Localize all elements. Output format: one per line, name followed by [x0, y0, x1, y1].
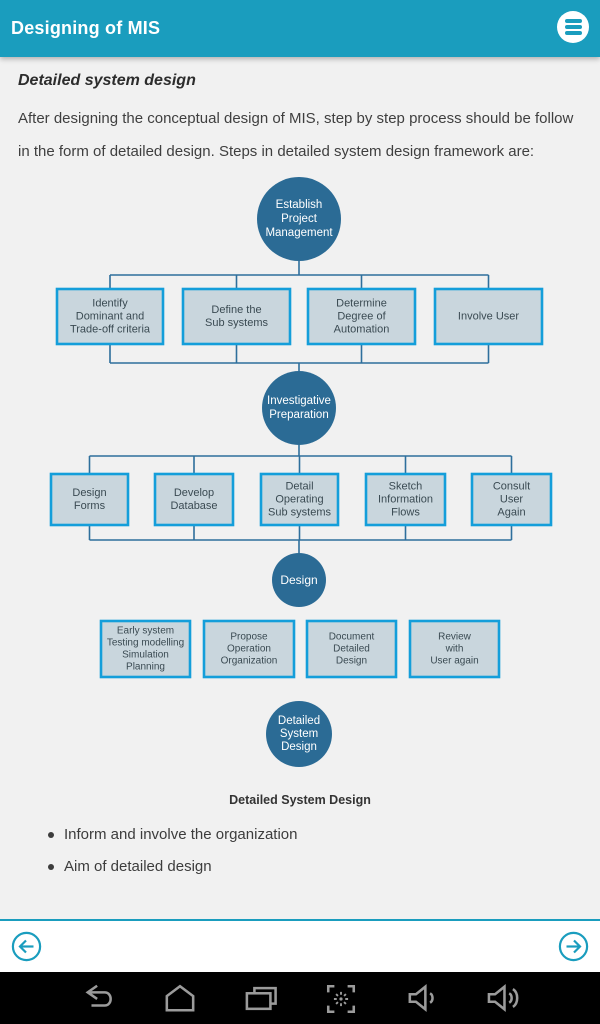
- diagram-box-design-forms: [49, 472, 130, 527]
- back-icon: [85, 984, 112, 1007]
- screenshot-icon: [326, 984, 355, 1014]
- home-icon: [165, 984, 195, 1012]
- diagram-box-early-system-testing-modelling-simulation-planning: [99, 619, 192, 679]
- diagram-box-identify-dominant-and-trade-off-criteria: [55, 287, 165, 346]
- recents-button[interactable]: [238, 980, 281, 1016]
- diagram-box-consult-user-again: [470, 472, 553, 527]
- diagram-circle-establish-project-management: [257, 177, 341, 261]
- volume-down-icon: [408, 984, 434, 1012]
- list-item-text: Aim of detailed design: [64, 858, 212, 875]
- diagram-box-determine-degree-of-automation: [306, 287, 417, 346]
- diagram-circle-design: [272, 553, 326, 607]
- arrow-left-circle-icon: [11, 931, 42, 962]
- diagram-circle-investigative-preparation: [262, 371, 336, 445]
- bullet-list: Inform and involve the organization Aim …: [47, 819, 600, 883]
- diagram-box-detail-operating-sub-systems: [259, 472, 340, 527]
- intro-paragraph: After designing the conceptual design of…: [18, 110, 574, 160]
- recents-icon: [245, 986, 277, 1011]
- home-button[interactable]: [157, 980, 200, 1016]
- diagram-box-define-the-sub-systems: [181, 287, 292, 346]
- app-header: Designing of MIS: [0, 0, 600, 57]
- android-navigation-bar: [0, 972, 600, 1024]
- diagram-box-sketch-information-flows: [364, 472, 447, 527]
- next-page-button[interactable]: [558, 931, 589, 962]
- volume-down-button[interactable]: [400, 980, 443, 1016]
- diagram-caption: Detailed System Design: [229, 793, 371, 807]
- diagram-box-propose-operation-organization: [202, 619, 296, 679]
- diagram-label: Design: [280, 573, 317, 587]
- diagram-circle-detailed-system-design: [266, 701, 332, 767]
- pager-bar: [0, 919, 600, 972]
- list-item: Inform and involve the organization: [47, 819, 600, 851]
- menu-button[interactable]: [557, 11, 589, 43]
- arrow-right-circle-icon: [558, 931, 589, 962]
- list-item-text: Inform and involve the organization: [64, 826, 298, 843]
- volume-up-icon: [487, 984, 519, 1012]
- page-title: Designing of MIS: [11, 18, 161, 38]
- prev-page-button[interactable]: [11, 931, 42, 962]
- screenshot-button[interactable]: [319, 980, 362, 1016]
- diagram-label: Involve User: [458, 311, 519, 323]
- diagram-box-review-with-user-again: [408, 619, 501, 679]
- section-heading: Detailed system design: [18, 72, 196, 89]
- diagram-box-involve-user: [433, 287, 544, 346]
- back-button[interactable]: [76, 980, 119, 1016]
- content-area: Detailed system design After designing t…: [0, 57, 600, 883]
- volume-up-button[interactable]: [481, 980, 524, 1016]
- diagram-box-document-detailed-design: [305, 619, 398, 679]
- diagram-box-develop-database: [153, 472, 235, 527]
- list-item: Aim of detailed design: [47, 851, 600, 883]
